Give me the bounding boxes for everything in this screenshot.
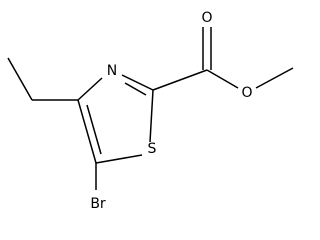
bond-c2-s1: [149, 89, 154, 143]
atom-nitrogen: N: [107, 63, 117, 79]
bond-c2-carbonyl: [152, 69, 208, 91]
bond-carbonyl-ester-o: [206, 69, 239, 89]
bond-ester-o-methyl: [255, 67, 294, 89]
bond-s1-c5: [95, 154, 143, 164]
atom-ester-oxygen: O: [241, 85, 252, 101]
atom-carbonyl-oxygen: O: [201, 10, 212, 26]
bond-methyl-methylene: [7, 57, 33, 101]
atom-sulfur: S: [148, 141, 157, 157]
bond-n3-c2-outer: [121, 74, 154, 91]
bond-n3-c2-inner: [124, 82, 147, 96]
atom-labels: N S O O Br: [90, 10, 252, 212]
atom-bromine: Br: [90, 196, 106, 212]
bond-c5-c4-outer: [77, 99, 97, 164]
bonds: [7, 27, 294, 190]
chemical-structure: N S O O Br: [7, 10, 294, 212]
bond-c5-c4-inner: [86, 104, 102, 155]
bond-c4-n3: [77, 77, 103, 101]
